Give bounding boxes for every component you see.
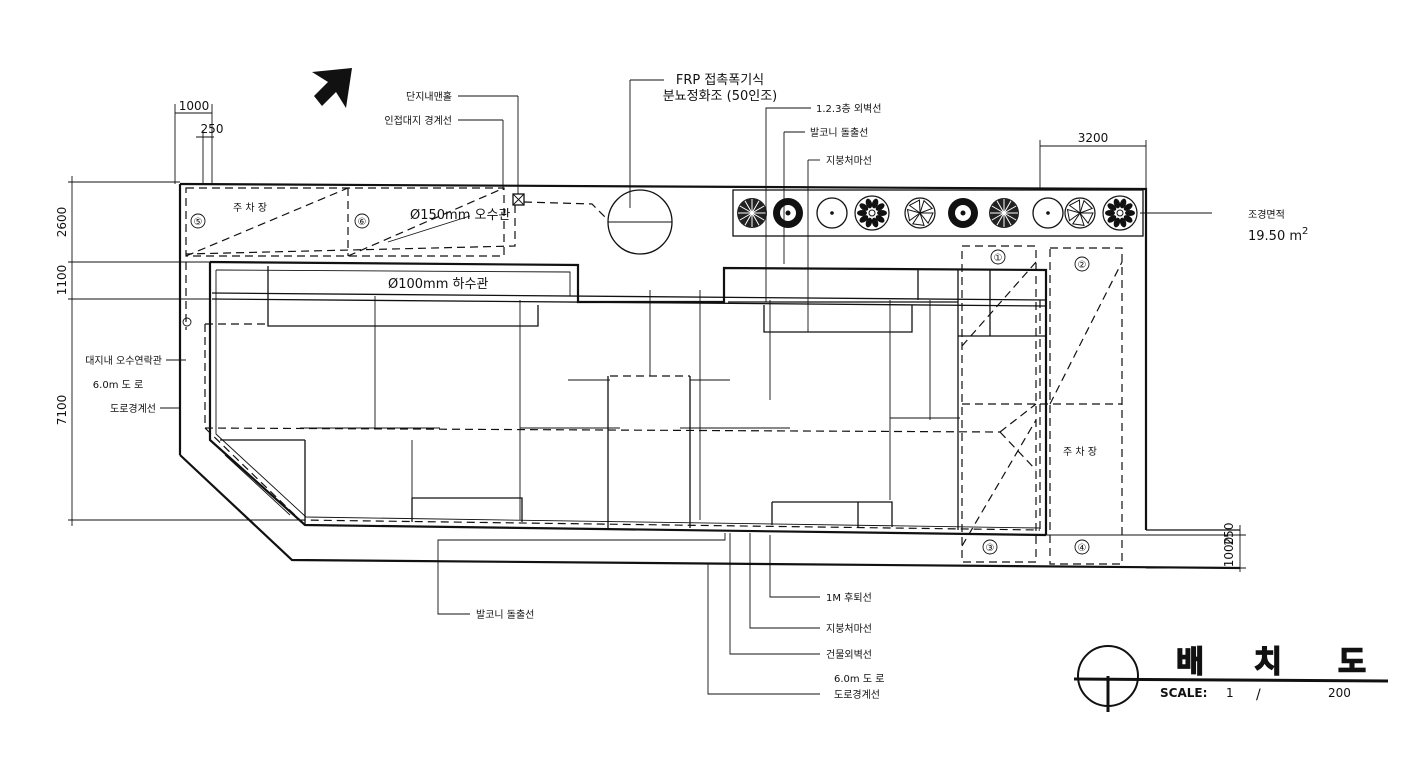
roof-eave-label-top: 지붕처마선 bbox=[826, 155, 872, 167]
dim-left-7100: 7100 bbox=[55, 395, 69, 426]
shrub-dark-icon bbox=[989, 198, 1019, 228]
road-left-label: 6.0m 도 로 bbox=[93, 380, 143, 391]
landscape-area-label: 조경면적 bbox=[1248, 208, 1285, 221]
landscape-trees bbox=[737, 195, 1138, 231]
setback-label: 1M 후퇴선 bbox=[826, 592, 872, 604]
title-char: 치 bbox=[1254, 645, 1282, 680]
tree-pinwheel-icon bbox=[904, 197, 936, 229]
scale-numerator: 1 bbox=[1226, 686, 1234, 700]
adjacent-boundary-label: 인접대지 경계선 bbox=[384, 114, 452, 127]
parking-number: ⑤ bbox=[194, 217, 203, 228]
parking-number: ⑥ bbox=[358, 217, 367, 228]
roof-eave-dashed bbox=[204, 300, 1041, 531]
sewer-150-label: Ø150mm 오수관 bbox=[410, 208, 510, 223]
tree-ring-icon bbox=[773, 198, 803, 228]
dim-left-1100: 1100 bbox=[55, 265, 69, 296]
road-bottom-label: 6.0m 도 로 bbox=[834, 674, 884, 685]
north-arrow-icon bbox=[312, 68, 352, 108]
septic-label-line2: 분뇨정화조 (50인조) bbox=[663, 89, 778, 104]
tree-star-icon bbox=[1102, 195, 1138, 231]
annotations: 단지내맨홀 인접대지 경계선 FRP 접촉폭기식 분뇨정화조 (50인조) 1.… bbox=[85, 73, 1308, 701]
dim-top-250: 250 bbox=[201, 122, 224, 136]
parking-label: 주 차 장 bbox=[233, 202, 267, 214]
shrub-dark-icon bbox=[737, 198, 767, 228]
title-char: 배 bbox=[1176, 645, 1204, 680]
dim-top-3200: 3200 bbox=[1078, 131, 1109, 145]
callout-lines-bottom bbox=[437, 533, 820, 695]
parking-area-left: ⑤ ⑥ 주 차 장 bbox=[185, 187, 505, 257]
parking-area-right: ① ② ③ ④ 주 차 장 bbox=[961, 245, 1123, 565]
manhole-label: 단지내맨홀 bbox=[406, 90, 452, 103]
sewer-100-label: Ø100mm 하수관 bbox=[388, 277, 488, 292]
scale-label: SCALE: bbox=[1160, 686, 1207, 700]
septic-label-line1: FRP 접촉폭기식 bbox=[676, 73, 764, 88]
dim-right-250: 250 bbox=[1222, 523, 1236, 546]
tree-star-icon bbox=[854, 195, 890, 231]
tree-outline-icon bbox=[1032, 197, 1064, 229]
dim-left-2600: 2600 bbox=[55, 207, 69, 238]
road-boundary-left-label: 도로경계선 bbox=[110, 402, 156, 415]
parking-number: ④ bbox=[1078, 543, 1087, 554]
title-char: 도 bbox=[1338, 645, 1366, 680]
title-block: 배 치 도 SCALE: 1 / 200 bbox=[1073, 644, 1389, 712]
callout-lines-left bbox=[160, 359, 186, 409]
sewage-pipe-label: 대지내 오수연락관 bbox=[85, 355, 162, 367]
parking-number: ③ bbox=[986, 543, 995, 554]
parking-number: ② bbox=[1078, 260, 1087, 271]
road-boundary-bottom-label: 도로경계선 bbox=[834, 688, 880, 701]
landscape-area-value: 19.50 m2 bbox=[1248, 226, 1308, 244]
sewer-line bbox=[182, 95, 609, 330]
septic-tank bbox=[607, 79, 673, 255]
tree-outline-icon bbox=[816, 197, 848, 229]
dimension-lines bbox=[68, 104, 1246, 572]
callout-lines-top bbox=[765, 107, 1212, 332]
parking-label: 주 차 장 bbox=[1063, 446, 1097, 458]
balcony-label-bottom: 발코니 돌출선 bbox=[476, 609, 534, 621]
scale-slash: / bbox=[1256, 687, 1261, 703]
parking-number: ① bbox=[994, 253, 1003, 264]
roof-eave-label-bottom: 지붕처마선 bbox=[826, 623, 872, 635]
dim-top-1000: 1000 bbox=[179, 99, 210, 113]
tree-ring-icon bbox=[948, 198, 978, 228]
dimension-texts: 1000 250 3200 2600 1100 7100 250 1000 bbox=[55, 99, 1236, 567]
building-wall-label: 건물외벽선 bbox=[826, 649, 872, 661]
building-outline bbox=[208, 260, 1048, 537]
tree-pinwheel-icon bbox=[1064, 197, 1096, 229]
balcony-label-top: 발코니 돌출선 bbox=[810, 127, 868, 139]
scale-denominator: 200 bbox=[1328, 686, 1351, 700]
outer-wall-label: 1.2.3층 외벽선 bbox=[816, 103, 881, 115]
site-boundary bbox=[178, 182, 1241, 570]
dim-right-1000: 1000 bbox=[1222, 537, 1236, 568]
